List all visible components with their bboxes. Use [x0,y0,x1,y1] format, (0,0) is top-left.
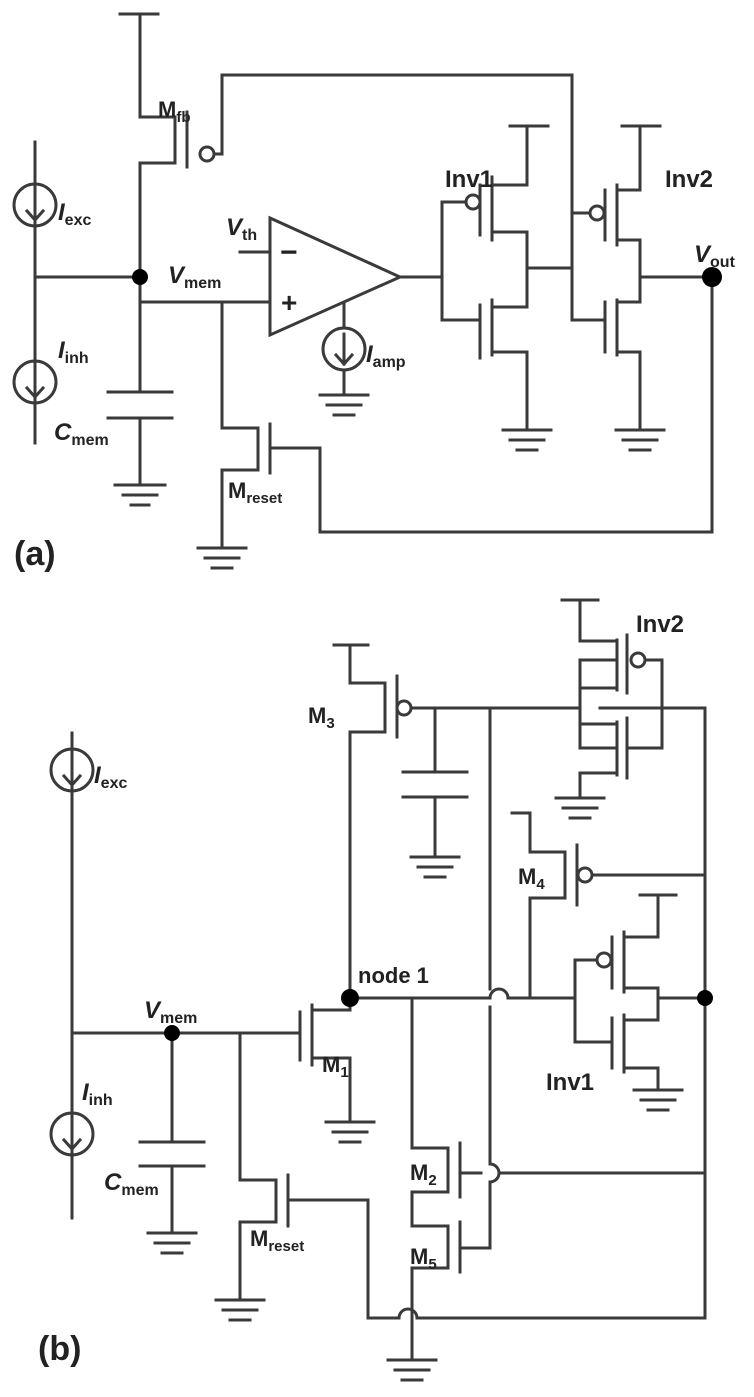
ground-cmem-a [113,483,167,507]
i-amp-source-a [321,326,367,372]
label-node1: node 1 [358,963,429,988]
i-exc-source-a [12,182,58,228]
mfb-gate-bubble [198,145,216,163]
label-m-reset-a: Mreset [228,478,282,507]
label-m5: M5 [410,1244,437,1273]
ground-inv2-b [554,796,606,820]
vout-node-dot [702,267,722,287]
label-inv1-a: Inv1 [445,166,493,193]
ground-mreset-a [196,546,248,570]
m3-gate-bubble [395,699,413,717]
ground-inv2-a [614,428,666,452]
inv1-pmos-bubble [464,193,482,211]
inv2-b-pmos-bubble [629,651,647,669]
panel-label-a: (a) [14,535,56,573]
label-c-mem-b: Cmem [104,1169,159,1199]
node1-dot [341,989,359,1007]
ground-cmem-b [146,1231,198,1255]
label-i-exc-a: Iexc [58,199,91,229]
i-inh-source-b [49,1111,95,1157]
comparator-minus: − [280,236,298,269]
label-inv1-b: Inv1 [546,1069,594,1096]
inv1-b-pmos-bubble [595,951,613,969]
panel-a-wires [33,12,714,550]
label-m2: M2 [410,1160,437,1189]
panel-label-b: (b) [38,1330,81,1368]
ground-mreset-b [214,1298,266,1322]
ground-m1 [324,1120,376,1144]
inv2-pmos-bubble [588,204,606,222]
label-v-out: Vout [694,241,736,271]
label-inv2-a: Inv2 [665,166,713,193]
label-v-mem-a: Vmem [168,262,221,292]
i-inh-source-a [12,359,58,405]
vmem-node-dot-a [132,269,148,285]
label-m3: M3 [308,703,335,732]
i-exc-source-b [49,747,95,793]
label-m4: M4 [518,864,545,893]
label-v-th: Vth [226,214,257,244]
ground-iamp-a [318,393,370,417]
label-v-mem-b: Vmem [144,997,197,1027]
label-i-amp: Iamp [366,341,406,371]
comparator-plus: + [281,287,297,318]
vmem-node-dot-b [164,1025,180,1041]
label-c-mem-a: Cmem [54,419,109,449]
ground-m5 [386,1358,438,1382]
ground-m3-cap [409,855,461,879]
m4-gate-bubble [576,866,594,884]
ground-inv1-b [632,1088,684,1112]
label-m1: M1 [322,1052,349,1081]
label-i-inh-a: Iinh [58,337,89,367]
label-i-exc-b: Iexc [94,762,127,792]
ground-inv1-a [501,428,553,452]
label-m-reset-b: Mreset [250,1226,304,1255]
label-inv2-b: Inv2 [636,611,684,638]
output-node-dot-b [697,990,713,1006]
label-m-fb: Mfb [158,97,191,126]
label-i-inh-b: Iinh [82,1079,113,1109]
